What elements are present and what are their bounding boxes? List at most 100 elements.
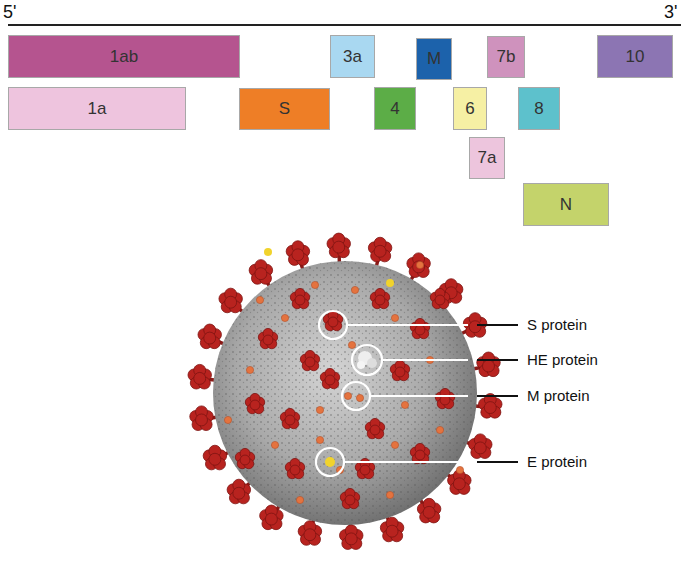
spike-lobe xyxy=(209,453,221,465)
gene-box: 4 xyxy=(374,87,416,130)
leader-lines-white xyxy=(344,325,468,462)
gene-box: 6 xyxy=(453,87,487,130)
gene-box: 10 xyxy=(597,35,673,78)
gene-box: N xyxy=(523,183,609,226)
m-protein xyxy=(316,406,323,413)
m-protein xyxy=(416,261,423,268)
m-protein xyxy=(348,341,355,348)
e-protein xyxy=(264,248,272,256)
m-protein xyxy=(391,314,398,321)
spike-lobe xyxy=(265,513,277,525)
gene-label: M xyxy=(427,49,441,69)
spike-lobe xyxy=(435,295,445,305)
spike-lobe xyxy=(345,495,355,505)
spike-protein xyxy=(285,458,304,478)
gene-box: 7a xyxy=(469,137,505,179)
spike-lobe xyxy=(453,478,465,490)
m-protein xyxy=(456,466,463,473)
spike-lobe xyxy=(194,372,206,384)
m-protein xyxy=(256,296,263,303)
spike-protein xyxy=(235,448,254,468)
spike-lobe xyxy=(290,465,300,475)
spike-lobe xyxy=(225,296,237,308)
gene-box: M xyxy=(416,38,452,80)
spike-protein xyxy=(280,408,299,428)
spike-lobe xyxy=(423,506,435,518)
gene-label: 1ab xyxy=(110,47,138,67)
callout-label: HE protein xyxy=(527,351,598,368)
gene-label: 3a xyxy=(343,47,362,67)
spike-lobe xyxy=(469,321,481,333)
spike-lobe xyxy=(325,375,335,385)
m-protein xyxy=(296,496,303,503)
spike-protein xyxy=(290,288,309,308)
spike-lobe xyxy=(305,357,315,367)
leader-lines xyxy=(477,325,518,462)
spike-lobe xyxy=(295,295,305,305)
m-protein xyxy=(436,426,443,433)
genome-end: 3' xyxy=(664,2,677,23)
he-protein xyxy=(357,351,377,369)
spike-protein xyxy=(340,488,359,508)
spike-protein xyxy=(435,388,454,408)
spike-lobe xyxy=(233,487,245,499)
m-protein xyxy=(246,366,253,373)
spike-lobe xyxy=(255,268,267,280)
spike-protein xyxy=(320,368,339,388)
m-protein xyxy=(344,392,351,399)
spike-lobe xyxy=(370,425,380,435)
spike-lobe xyxy=(345,533,357,545)
genome-end: 5' xyxy=(3,2,16,23)
spike-lobe xyxy=(328,317,338,327)
gene-box: 1a xyxy=(8,87,186,130)
spike-lobe xyxy=(386,525,398,537)
spike-lobe xyxy=(374,245,386,257)
callout-circles xyxy=(316,311,382,476)
spike-protein xyxy=(370,288,389,308)
gene-label: 8 xyxy=(534,99,543,119)
spike-lobe xyxy=(285,415,295,425)
spike-lobe xyxy=(375,295,385,305)
spike-lobe xyxy=(415,450,425,460)
m-protein xyxy=(391,441,398,448)
gene-label: 10 xyxy=(626,47,645,67)
spike-lobe xyxy=(360,465,370,475)
callout-label: E protein xyxy=(527,453,587,470)
spike-protein xyxy=(410,318,429,338)
spike-lobe xyxy=(474,442,486,454)
e-protein xyxy=(325,457,335,467)
gene-box: S xyxy=(239,88,330,130)
gene-label: 4 xyxy=(390,99,399,119)
m-protein xyxy=(316,436,323,443)
spike-lobe xyxy=(333,241,345,253)
m-protein xyxy=(401,401,408,408)
spike-lobe xyxy=(196,414,208,426)
m-protein xyxy=(224,416,231,423)
gene-label: 7a xyxy=(478,148,497,168)
spike-protein xyxy=(410,443,429,463)
spike-lobe xyxy=(204,332,216,344)
spike-protein xyxy=(365,418,384,438)
e-protein xyxy=(386,279,394,287)
spike-lobe xyxy=(240,455,250,465)
spike-lobe xyxy=(250,400,260,410)
m-protein xyxy=(351,286,358,293)
spike-protein xyxy=(245,393,264,413)
m-protein xyxy=(271,441,278,448)
spike-lobe xyxy=(263,335,273,345)
m-protein xyxy=(386,491,393,498)
spike-protein xyxy=(300,350,319,370)
spike-lobe xyxy=(395,367,405,377)
genome-line xyxy=(8,24,681,26)
virion-texture xyxy=(213,261,477,525)
gene-box: 1ab xyxy=(8,35,240,78)
m-protein xyxy=(356,394,363,401)
spike-lobe xyxy=(292,249,304,261)
gene-label: 1a xyxy=(88,99,107,119)
callout-label: M protein xyxy=(527,387,590,404)
m-protein xyxy=(281,314,288,321)
spike-lobe xyxy=(415,325,425,335)
spike-lobe xyxy=(484,402,496,414)
callout-label: S protein xyxy=(527,316,587,333)
